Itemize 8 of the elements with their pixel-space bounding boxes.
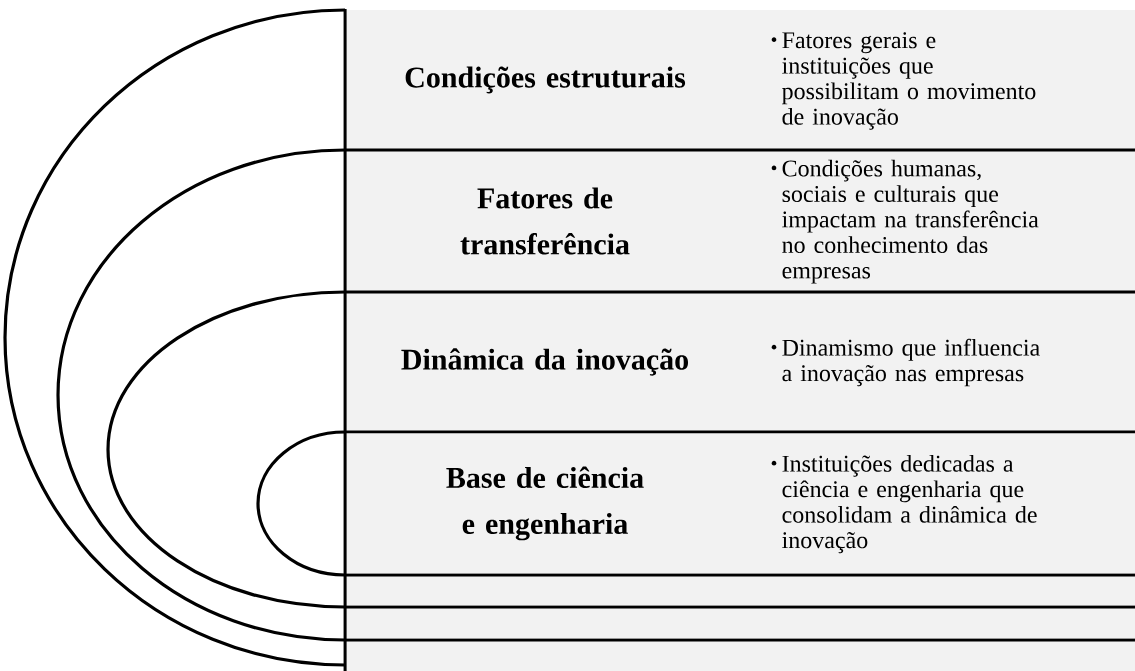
band-heading: Condições estruturais — [405, 66, 686, 94]
band-heading: Dinâmica da inovação — [401, 348, 689, 376]
node-label: Condições humanas, sociais e culturais que impactam na transferência no conhecimento das empresas — [782, 159, 1039, 284]
band-heading: Base de ciência e engenharia — [446, 466, 644, 541]
band-heading: Fatores de transferência — [460, 187, 630, 255]
node-label: Instituições dedicadas a ciência e engenharia que consolidam a dinâmica de inovação — [782, 454, 1037, 554]
node-label: Dinamismo que influencia a inovação nas empresas — [782, 338, 1040, 387]
node-label: Fatores gerais e instituições que possibilitam o movimento de inovação — [782, 32, 1036, 130]
